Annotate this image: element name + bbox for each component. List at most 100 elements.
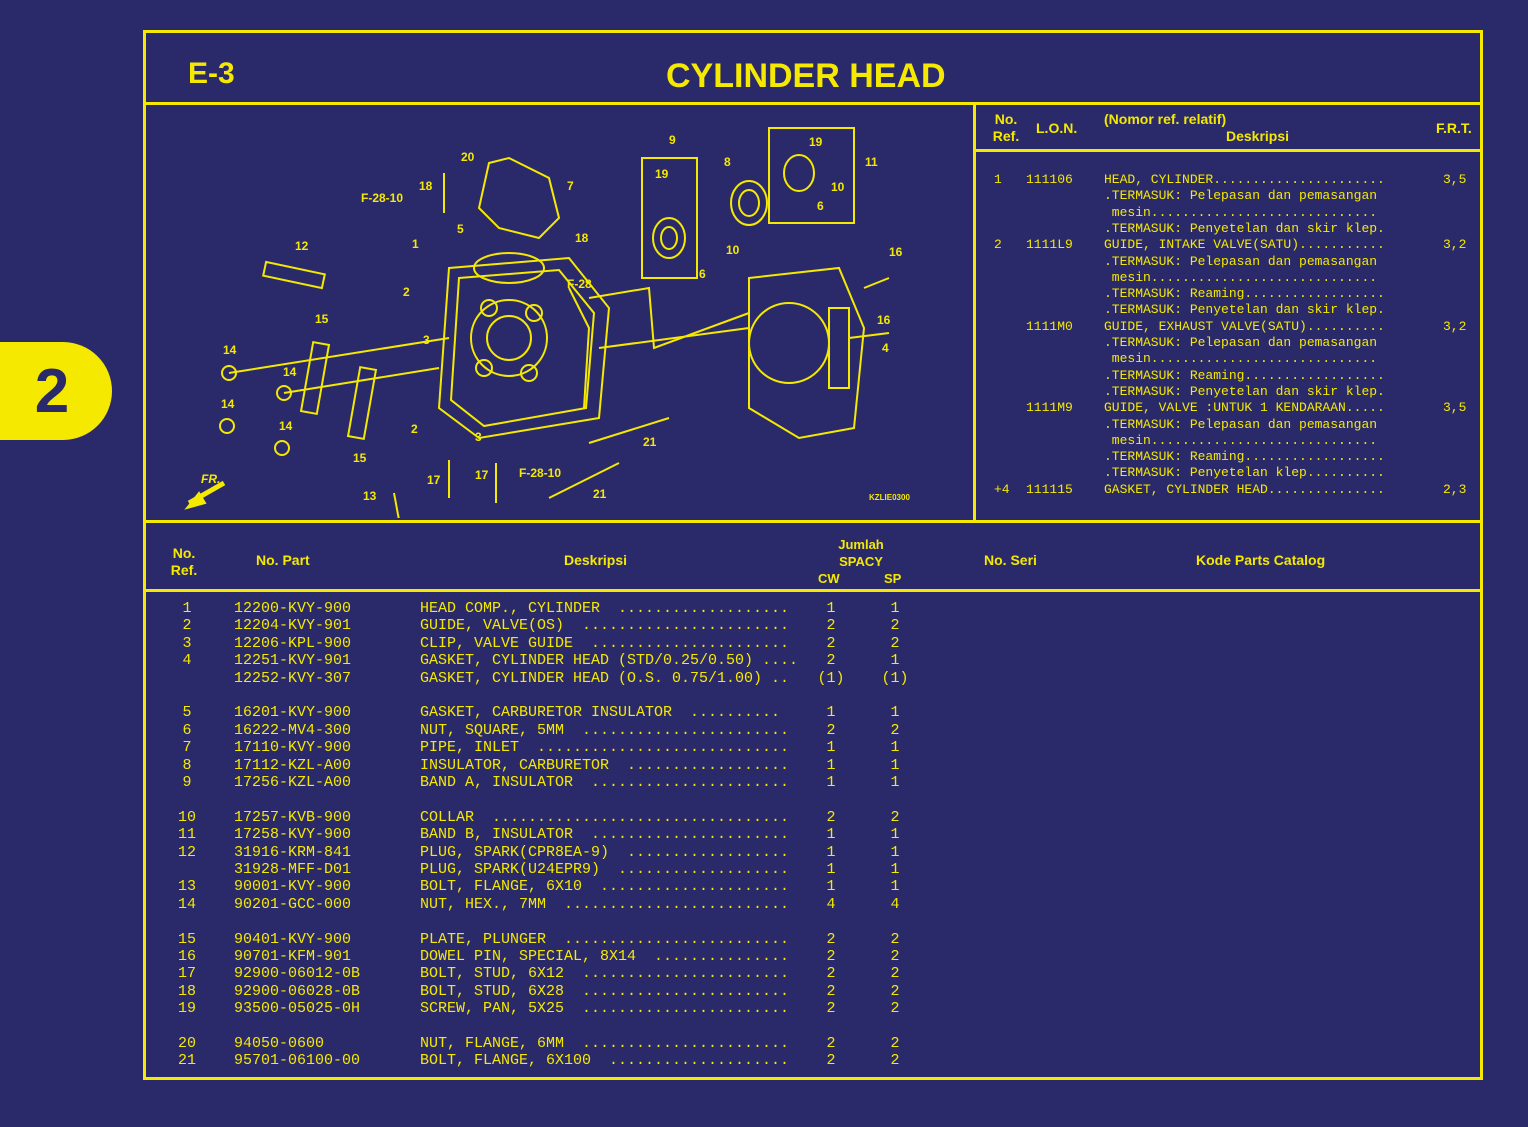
part-description: HEAD COMP., CYLINDER ................... bbox=[420, 600, 790, 617]
qty-cw: 1 bbox=[826, 878, 836, 896]
qty-cw: (1) bbox=[817, 669, 845, 687]
part-ref: 4 bbox=[182, 652, 192, 670]
qty-sp: 2 bbox=[890, 930, 900, 948]
qty-sp: 1 bbox=[890, 739, 900, 757]
part-number-header: No. Part bbox=[256, 552, 310, 568]
ref-label: 16 bbox=[889, 245, 903, 259]
header-divider bbox=[146, 102, 1480, 105]
part-number: 90401-KVY-900 bbox=[234, 930, 352, 948]
qty-cw: 2 bbox=[826, 965, 836, 983]
ref-label: 19 bbox=[655, 167, 669, 181]
qty-sp: 2 bbox=[890, 1000, 900, 1018]
part-ref: 11 bbox=[177, 826, 196, 844]
qty-cw: 2 bbox=[826, 982, 836, 1000]
qty-sp: 1 bbox=[890, 861, 900, 878]
ref-label: 21 bbox=[643, 435, 657, 449]
part-description: INSULATOR, CARBURETOR .................. bbox=[420, 756, 790, 774]
front-label: FR. bbox=[201, 472, 220, 486]
part-description: PIPE, INLET ............................ bbox=[420, 739, 790, 757]
part-number: 17110-KVY-900 bbox=[234, 739, 352, 757]
qty-sp: 1 bbox=[890, 826, 900, 844]
ref-col-header: No. Ref. bbox=[992, 111, 1020, 144]
lon-code: 1111L9 bbox=[1026, 237, 1073, 253]
qty-cw: 2 bbox=[826, 652, 836, 670]
ref-label: 18 bbox=[575, 231, 589, 245]
ref-label: 15 bbox=[353, 451, 367, 465]
ref-description: mesin............................. bbox=[1104, 269, 1378, 285]
ref-label: 19 bbox=[809, 135, 823, 149]
ref-header-divider bbox=[976, 149, 1480, 152]
ref-description: .TERMASUK: Pelepasan dan pemasangan bbox=[1104, 416, 1378, 432]
part-description: PLUG, SPARK(U24EPR9) ................... bbox=[420, 861, 790, 878]
part-description: BOLT, STUD, 6X12 ....................... bbox=[420, 965, 790, 983]
part-number: 12206-KPL-900 bbox=[234, 634, 352, 652]
part-description: BAND A, INSULATOR ...................... bbox=[420, 774, 790, 791]
part-description: GUIDE, VALVE(OS) ....................... bbox=[420, 617, 790, 635]
qty-sp: 2 bbox=[890, 1052, 900, 1070]
part-description: BOLT, FLANGE, 6X10 ..................... bbox=[420, 878, 790, 896]
section-divider bbox=[146, 520, 1480, 523]
ref-label: 14 bbox=[221, 397, 235, 411]
page-code: E-3 bbox=[188, 57, 235, 90]
part-number: 12251-KVY-901 bbox=[234, 652, 352, 670]
lon-code: 1111M0 bbox=[1026, 318, 1073, 334]
part-description: PLUG, SPARK(CPR8EA-9) .................. bbox=[420, 843, 790, 861]
part-description: CLIP, VALVE GUIDE ...................... bbox=[420, 634, 790, 652]
part-description: NUT, HEX., 7MM ......................... bbox=[420, 895, 790, 913]
ref-description: .TERMASUK: Penyetelan dan skir klep. bbox=[1104, 302, 1385, 318]
frt-col-header: F.R.T. bbox=[1436, 120, 1472, 136]
serial-header: No. Seri bbox=[984, 552, 1037, 568]
ref-label: F-28 bbox=[567, 277, 592, 291]
lon-col-header: L.O.N. bbox=[1036, 120, 1078, 136]
ref-label: 18 bbox=[419, 179, 433, 193]
page-title: CYLINDER HEAD bbox=[666, 57, 946, 95]
part-number: 95701-06100-00 bbox=[234, 1052, 361, 1070]
lon-code: 111115 bbox=[1026, 481, 1073, 497]
part-description: BOLT, STUD, 6X28 ....................... bbox=[420, 982, 790, 1000]
ref-description: HEAD, CYLINDER...................... bbox=[1104, 172, 1385, 187]
ref-description: .TERMASUK: Penyetelan dan skir klep. bbox=[1104, 383, 1385, 399]
ref-label: 14 bbox=[223, 343, 237, 357]
model-header: SPACY bbox=[839, 554, 883, 569]
parts-catalog-page: E-3 CYLINDER HEAD bbox=[143, 30, 1483, 1080]
ref-label: 21 bbox=[593, 487, 607, 501]
desc-col-header: Deskripsi bbox=[1226, 128, 1290, 144]
part-ref: 9 bbox=[182, 774, 192, 791]
ref-label: 3 bbox=[475, 430, 482, 444]
part-description: COLLAR ................................. bbox=[420, 808, 790, 826]
qty-sp: 1 bbox=[890, 843, 900, 861]
part-number: 17112-KZL-A00 bbox=[234, 756, 352, 774]
part-number: 90201-GCC-000 bbox=[234, 895, 352, 913]
parts-header-divider bbox=[146, 589, 1480, 592]
ref-description: .TERMASUK: Pelepasan dan pemasangan bbox=[1104, 253, 1378, 269]
qty-sp: 2 bbox=[890, 982, 900, 1000]
qty-cw: 1 bbox=[826, 756, 836, 774]
parts-ref-header: No. Ref. bbox=[170, 545, 198, 578]
part-number: 90701-KFM-901 bbox=[234, 948, 352, 965]
ref-label: 9 bbox=[669, 133, 676, 147]
part-ref: 3 bbox=[182, 634, 192, 652]
qty-sp: (1) bbox=[881, 669, 909, 687]
ref-label: 17 bbox=[427, 473, 441, 487]
frt-value: 3,5 bbox=[1443, 172, 1467, 187]
part-number: 93500-05025-0H bbox=[234, 1000, 361, 1018]
ref-label: 17 bbox=[475, 468, 489, 482]
part-ref: 19 bbox=[177, 1000, 196, 1018]
ref-label: 11 bbox=[865, 155, 878, 169]
qty-sp: 2 bbox=[890, 617, 900, 635]
frt-value: 2,3 bbox=[1443, 481, 1467, 497]
ref-description: .TERMASUK: Penyetelan dan skir klep. bbox=[1104, 220, 1385, 236]
qty-cw: 1 bbox=[826, 774, 836, 791]
ref-label: 15 bbox=[315, 312, 329, 326]
ref-label: 8 bbox=[724, 155, 731, 169]
qty-cw: 1 bbox=[826, 600, 836, 617]
qty-sp: 1 bbox=[890, 756, 900, 774]
ref-description: .TERMASUK: Pelepasan dan pemasangan bbox=[1104, 188, 1378, 204]
qty-cw: 2 bbox=[826, 1035, 836, 1052]
ref-number: +4 bbox=[994, 481, 1010, 497]
ref-description: .TERMASUK: Pelepasan dan pemasangan bbox=[1104, 335, 1378, 350]
diagram-code: KZLIE0300 bbox=[869, 493, 910, 502]
sp-header: SP bbox=[884, 571, 902, 586]
part-description: NUT, SQUARE, 5MM ....................... bbox=[420, 721, 790, 739]
part-ref: 14 bbox=[177, 895, 196, 913]
